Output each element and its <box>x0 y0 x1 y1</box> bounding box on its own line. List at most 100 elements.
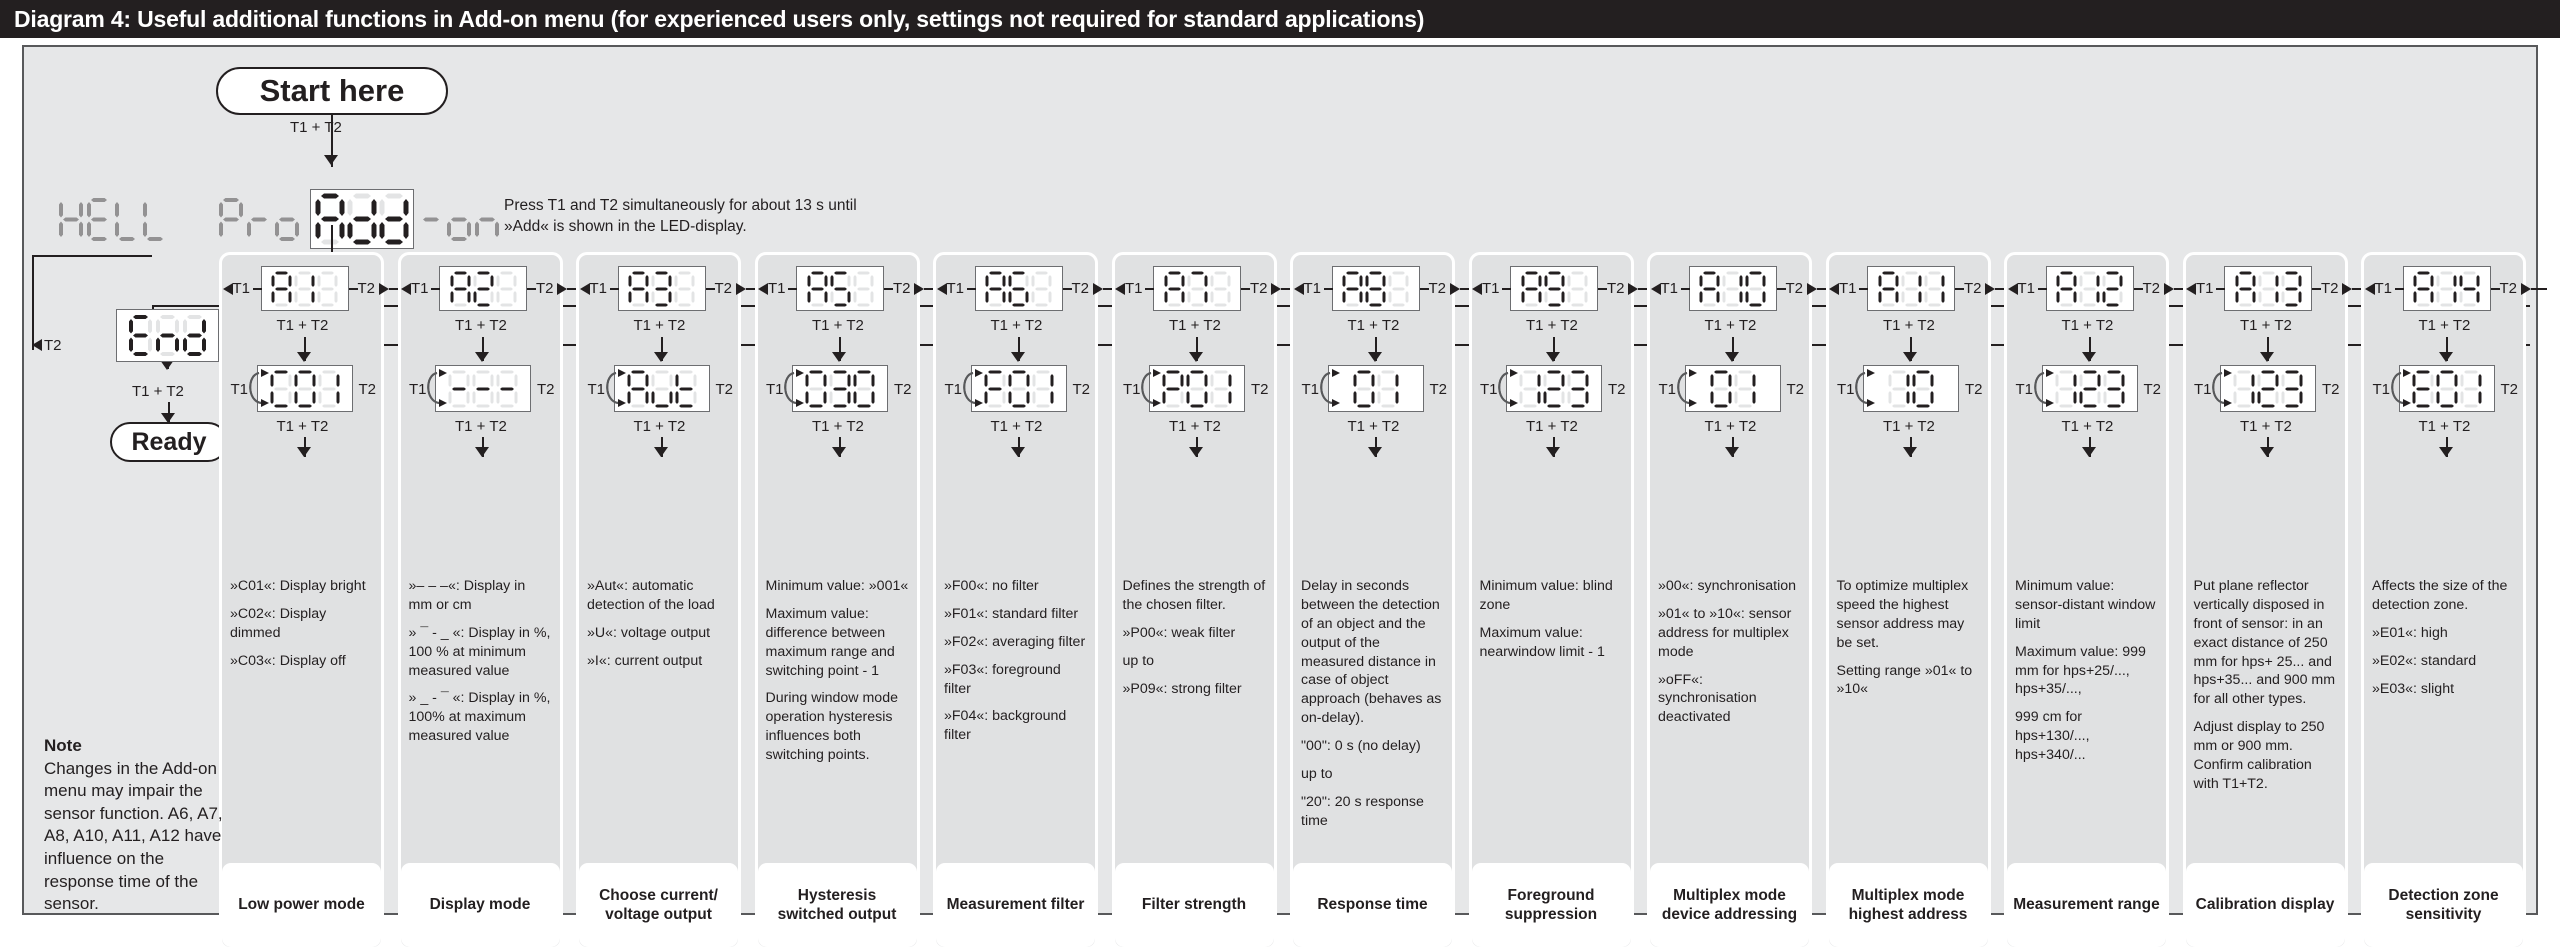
value-t1-label: T1 <box>944 381 963 398</box>
led-digit <box>2233 370 2255 408</box>
code-t2-label: T2 <box>893 280 911 297</box>
column-footer: Display mode <box>400 863 560 947</box>
loop-bus-left <box>32 255 34 350</box>
value-exit-arrow <box>1367 447 1382 457</box>
column-desc-line: up to <box>1122 652 1155 669</box>
code-t2-label: T2 <box>2499 280 2518 297</box>
led-digit <box>1543 370 1565 408</box>
led-digit <box>496 370 518 408</box>
column-footer: Foreground suppression <box>1471 863 1631 947</box>
code-t1-stub <box>252 288 262 290</box>
led-digit <box>1031 271 1052 307</box>
code-t1-label: T1 <box>411 280 429 297</box>
led-digit <box>218 197 244 242</box>
led-value-a1 <box>256 365 353 412</box>
led-digit <box>830 271 851 307</box>
code-t2-arrow <box>2163 283 2174 295</box>
value-t1-label: T1 <box>2372 381 2391 398</box>
led-digit <box>155 314 180 357</box>
value-t2-label: T2 <box>1429 381 1448 398</box>
value-exit-label: T1 + T2 <box>1704 418 1757 435</box>
value-loop-arrows <box>2390 369 2411 407</box>
code-to-value-label: T1 + T2 <box>1169 317 1221 334</box>
value-exit-label: T1 + T2 <box>1883 418 1935 435</box>
led-value-a14 <box>2398 365 2495 412</box>
code-t2-stub <box>2312 288 2321 290</box>
value-loop-arrows <box>2212 369 2232 407</box>
code-t1-arrow <box>401 283 411 295</box>
led-digit <box>674 271 695 307</box>
value-t1-label: T1 <box>1301 381 1320 398</box>
column-desc-line: To optimize multiplex speed the highest … <box>1836 578 1969 651</box>
led-code-a8 <box>1331 266 1420 311</box>
led-value-a2 <box>435 365 531 412</box>
column-footer: Filter strength <box>1114 863 1274 947</box>
column-desc-line: Setting range »01« to »10« <box>1836 662 1973 698</box>
value-exit-arrow <box>832 447 846 457</box>
inter-column-bus <box>1638 288 1654 290</box>
led-digit <box>1388 271 1409 307</box>
code-t1-arrow <box>1829 283 1839 295</box>
code-to-value-line <box>303 337 306 361</box>
note-text: Changes in the Add-on menu may impair th… <box>44 758 223 914</box>
code-to-value-line <box>2088 337 2091 361</box>
code-t1-stub <box>1502 288 1511 290</box>
inter-column-bus <box>745 288 762 290</box>
column-desc-line: »F01«: standard filter <box>944 605 1079 622</box>
column-footer: Calibration display <box>2185 863 2345 947</box>
code-t2-label: T2 <box>714 280 733 297</box>
diagram-title: Diagram 4: Useful additional functions i… <box>0 0 2560 38</box>
column-desc-line: »00«: synchronisation <box>1658 578 1797 594</box>
led-digit <box>2257 370 2279 408</box>
led-digit <box>1365 271 1386 307</box>
led-code-a6 <box>974 266 1063 311</box>
code-t2-stub <box>884 288 893 290</box>
code-t1-arrow <box>758 283 768 295</box>
led-digit <box>2281 370 2303 408</box>
code-to-value-arrow <box>2081 352 2096 362</box>
end-t2-arrow <box>32 339 42 351</box>
led-code-a11 <box>1867 266 1955 311</box>
value-exit-label: T1 + T2 <box>455 418 507 435</box>
led-hello-dim-left <box>54 194 200 245</box>
end-to-ready-arrow <box>161 413 175 423</box>
code-t1-arrow <box>2007 283 2018 295</box>
column-desc-line: »F04«: background filter <box>944 708 1067 744</box>
column-desc-line: up to <box>1301 765 1333 782</box>
code-to-value-arrow <box>1903 352 1917 362</box>
led-digit <box>271 271 292 307</box>
led-digit <box>1032 370 1054 408</box>
loop-bus-top <box>32 255 152 257</box>
value-t2-label: T2 <box>715 381 734 398</box>
code-t1-label: T1 <box>1482 280 1500 297</box>
inter-column-bus <box>567 288 583 290</box>
led-value-a12 <box>2041 365 2138 412</box>
column-description: Minimum value: sensor-distant window lim… <box>2015 577 2158 774</box>
value-t1-label: T1 <box>1480 381 1498 398</box>
led-digit <box>474 197 500 242</box>
code-t2-label: T2 <box>357 280 376 297</box>
code-t2-label: T2 <box>1071 280 1090 297</box>
code-to-value-line <box>2267 337 2269 361</box>
code-t1-label: T1 <box>2374 280 2393 297</box>
value-exit-label: T1 + T2 <box>1347 418 1400 435</box>
code-t2-label: T2 <box>1785 280 1804 297</box>
column-desc-line: »C03«: Display off <box>230 652 346 669</box>
value-exit-label: T1 + T2 <box>2418 418 2471 435</box>
led-digit <box>1888 370 1910 408</box>
column-desc-line: Put plane reflector vertically disposed … <box>2193 578 2336 708</box>
led-digit <box>651 271 672 307</box>
value-t2-label: T2 <box>1786 381 1805 398</box>
value-t2-label: T2 <box>1251 381 1269 398</box>
led-digit <box>1186 370 1208 408</box>
led-digit <box>1722 271 1743 307</box>
value-t2-label: T2 <box>2143 381 2162 398</box>
start-to-add-line <box>331 115 333 167</box>
value-exit-arrow <box>475 447 489 457</box>
column-footer: Multiplex mode highest address <box>1828 863 1988 947</box>
end-t2-label: T2 <box>44 337 62 354</box>
